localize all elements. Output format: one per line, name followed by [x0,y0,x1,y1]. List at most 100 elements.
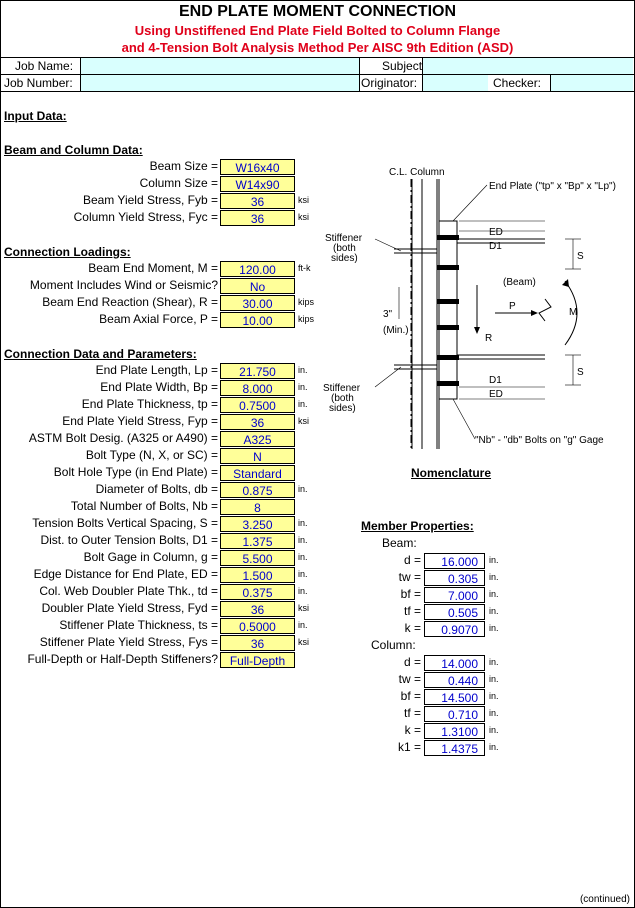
property-label: tw = [398,570,421,584]
min-label: (Min.) [383,325,409,336]
d1-bottom-label: D1 [489,375,502,386]
three-inch-label: 3" [383,309,393,320]
bolt-mark [437,235,459,240]
moment-arrowhead [562,279,569,287]
loadings-heading: Connection Loadings: [4,245,131,259]
field-label: Dist. to Outer Tension Bolts, D1 = [40,533,218,547]
s-bottom-label: S [577,367,584,378]
beam-label: (Beam) [503,277,536,288]
unit-label: in. [298,569,308,579]
input-cell[interactable]: 10.00 [220,312,295,328]
bolt-mark [437,325,459,330]
unit-label: in. [298,518,308,528]
property-value: 16.000 [424,553,485,569]
input-cell[interactable]: 36 [220,414,295,430]
bolt-mark [437,299,459,304]
field-label: Beam End Reaction (Shear), R = [42,295,218,309]
field-label: Doubler Plate Yield Stress, Fyd = [41,601,218,615]
property-value: 0.9070 [424,621,485,637]
originator-label: Originator: [361,76,418,90]
input-cell[interactable]: 5.500 [220,550,295,566]
header-divider [550,74,551,91]
input-cell[interactable]: 0.5000 [220,618,295,634]
connection-heading: Connection Data and Parameters: [4,347,197,361]
unit-label: in. [489,657,499,667]
input-cell[interactable]: 36 [220,635,295,651]
subject-label: Subject: [382,59,426,73]
job-name-label: Job Name: [15,59,74,73]
unit-label: in. [489,606,499,616]
property-label: k1 = [397,740,421,754]
cl-column-label: C.L. Column [389,167,445,178]
leader-line [374,238,402,252]
d1-top-label: D1 [489,241,502,252]
field-label: Beam Axial Force, P = [99,312,218,326]
property-value: 0.505 [424,604,485,620]
property-label: k = [404,621,421,635]
property-label: bf = [400,587,421,601]
input-cell[interactable]: 0.375 [220,584,295,600]
checker-field[interactable] [551,75,633,91]
property-label: d = [403,655,421,669]
unit-label: in. [298,382,308,392]
input-cell[interactable]: N [220,448,295,464]
input-cell[interactable]: 1.500 [220,567,295,583]
input-cell[interactable]: Standard [220,465,295,481]
unit-label: ft-k [298,263,311,273]
job-name-field[interactable] [81,58,359,74]
end-plate-label: End Plate ("tp" x "Bp" x "Lp") [489,181,616,192]
header-divider [422,57,423,91]
unit-label: in. [298,552,308,562]
job-number-field[interactable] [81,75,359,91]
field-label: Beam End Moment, M = [88,261,218,275]
unit-label: in. [298,399,308,409]
unit-label: ksi [298,212,309,222]
input-cell[interactable]: Full-Depth [220,652,295,668]
beam-column-heading: Beam and Column Data: [4,143,143,157]
property-label: tw = [398,672,421,686]
input-data-heading: Input Data: [4,109,67,123]
property-value: 1.3100 [424,723,485,739]
subject-field[interactable] [423,58,633,74]
input-cell[interactable]: 0.7500 [220,397,295,413]
s-top-label: S [577,251,584,262]
input-cell[interactable]: 36 [220,601,295,617]
subtitle-line-2: and 4-Tension Bolt Analysis Method Per A… [121,40,514,55]
input-cell[interactable]: W14x90 [220,176,295,192]
input-cell[interactable]: 21.750 [220,363,295,379]
input-cell[interactable]: 0.875 [220,482,295,498]
unit-label: in. [489,555,499,565]
field-label: Edge Distance for End Plate, ED = [33,567,218,581]
r-label: R [485,333,492,344]
shear-arrowhead [474,327,480,334]
field-label: Tension Bolts Vertical Spacing, S = [32,516,218,530]
column-properties-label: Column: [371,638,416,652]
input-cell[interactable]: 30.00 [220,295,295,311]
axial-arrowhead [531,310,538,316]
input-cell[interactable]: 8.000 [220,380,295,396]
property-label: tf = [403,604,421,618]
header-divider [359,57,360,91]
input-cell[interactable]: 1.375 [220,533,295,549]
field-label: Total Number of Bolts, Nb = [70,499,218,513]
ed-bottom-label: ED [489,389,503,400]
unit-label: in. [489,742,499,752]
unit-label: in. [489,572,499,582]
input-cell[interactable]: 3.250 [220,516,295,532]
input-cell[interactable]: 8 [220,499,295,515]
input-cell[interactable]: 120.00 [220,261,295,277]
input-cell[interactable]: 36 [220,210,295,226]
field-label: Beam Size = [149,159,218,173]
input-cell[interactable]: W16x40 [220,159,295,175]
property-value: 14.500 [424,689,485,705]
field-label: Column Size = [139,176,218,190]
m-label: M [569,307,577,318]
input-cell[interactable]: A325 [220,431,295,447]
input-cell[interactable]: 36 [220,193,295,209]
field-label: Bolt Type (N, X, or SC) = [85,448,218,462]
originator-field[interactable] [423,75,488,91]
field-label: Stiffener Plate Thickness, ts = [59,618,218,632]
input-cell[interactable]: No [220,278,295,294]
field-label: Bolt Gage in Column, g = [83,550,218,564]
